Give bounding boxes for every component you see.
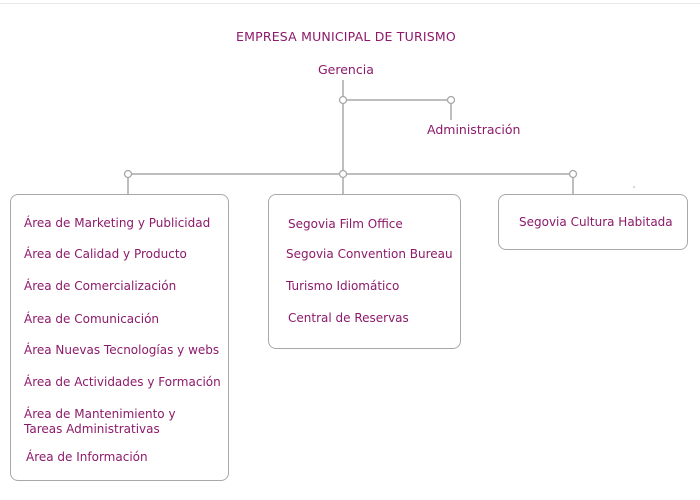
right-junction-node <box>568 169 578 179</box>
stray-dot-mark <box>633 186 635 188</box>
department-item-cultura-habitada: Segovia Cultura Habitada <box>519 215 673 229</box>
department-item-calidad: Área de Calidad y Producto <box>24 247 187 261</box>
gerencia-node-label: Gerencia <box>318 62 374 77</box>
department-item-nuevas-tecnologias: Área Nuevas Tecnologías y webs <box>24 343 220 357</box>
cultura-department-box: Segovia Cultura Habitada <box>498 194 688 250</box>
areas-department-box: Área de Marketing y Publicidad Área de C… <box>10 194 229 481</box>
department-item-central-reservas: Central de Reservas <box>288 311 409 325</box>
chart-title: EMPRESA MUNICIPAL DE TURISMO <box>236 29 456 44</box>
department-item-informacion: Área de Información <box>26 450 148 464</box>
middle-junction-node <box>338 169 348 179</box>
services-department-box: Segovia Film Office Segovia Convention B… <box>268 194 461 349</box>
department-item-mantenimiento: Área de Mantenimiento y <box>24 407 176 421</box>
top-rule <box>0 3 700 4</box>
department-item-marketing: Área de Marketing y Publicidad <box>24 216 211 230</box>
gerencia-junction-node <box>338 95 348 105</box>
department-item-comercializacion: Área de Comercialización <box>24 279 177 293</box>
department-item-film-office: Segovia Film Office <box>288 217 403 231</box>
department-item-turismo-idiomatico: Turismo Idiomático <box>286 279 400 293</box>
left-junction-node <box>123 169 133 179</box>
department-item-comunicacion: Área de Comunicación <box>24 312 160 326</box>
department-item-tareas-administrativas: Tareas Administrativas <box>24 422 160 436</box>
admin-junction-node <box>446 95 456 105</box>
department-item-convention-bureau: Segovia Convention Bureau <box>286 247 453 261</box>
department-item-actividades: Área de Actividades y Formación <box>24 375 221 389</box>
administracion-node-label: Administración <box>427 122 521 137</box>
